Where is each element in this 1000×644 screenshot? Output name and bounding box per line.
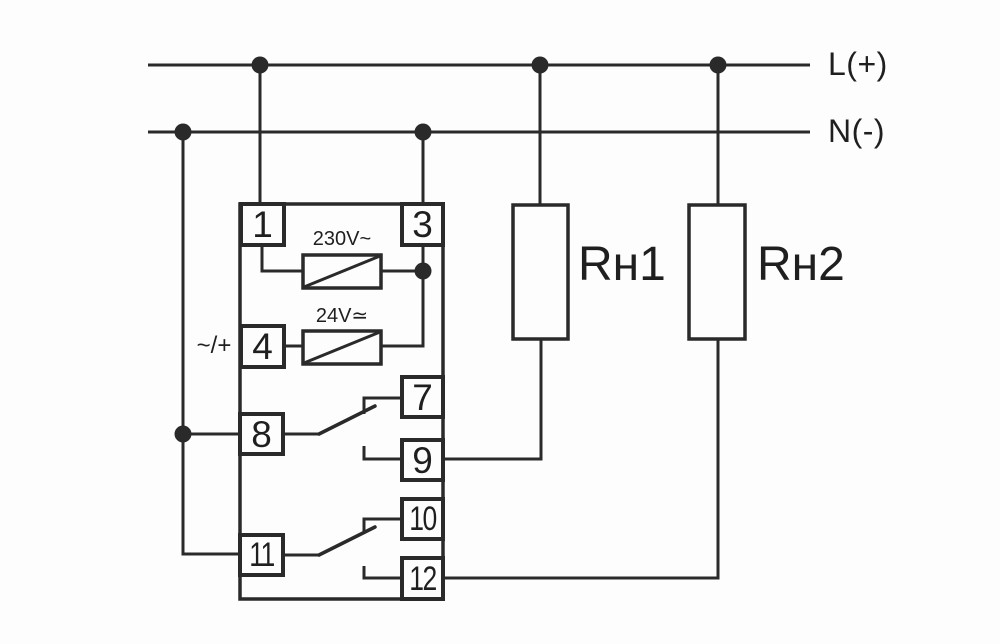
junction-dot-coils (414, 262, 432, 280)
coil-24v-diagonal (303, 330, 381, 365)
terminal12-to-load2-wire (441, 338, 720, 580)
junction-dot-neutral-rail (174, 123, 192, 141)
coil-230v-diagonal (303, 254, 381, 289)
terminal-1-box (239, 202, 286, 247)
junction-dot-live-t1 (251, 56, 269, 74)
load-rh2-box (687, 203, 747, 341)
terminal-8-box (238, 412, 285, 456)
terminal9-to-load1-wire (441, 338, 543, 461)
terminal-9-box (400, 438, 445, 482)
junction-dot-rail-t8 (174, 425, 192, 443)
load-rh1-label: Rн1 (578, 238, 666, 291)
coil-24v-label: 24V≃ (315, 305, 369, 327)
terminal-7-box (400, 375, 445, 419)
junction-dot-live-load2 (709, 56, 727, 74)
load-rh2-label: Rн2 (757, 238, 845, 291)
terminal-3-box (400, 202, 445, 247)
terminal-3-label: 3 (412, 204, 433, 245)
terminal-8-label: 8 (251, 413, 272, 455)
junction-dot-live-load1 (531, 56, 549, 74)
neutral-left-rail-wire (181, 132, 242, 556)
junction-dot-neutral-t3 (414, 123, 432, 141)
load-rh1-box (511, 203, 570, 341)
terminal12-contact-wire (362, 566, 404, 580)
terminal7-contact-wire (362, 396, 404, 414)
switch-arm-1 (317, 404, 377, 436)
live-bus-label: L(+) (828, 46, 888, 82)
switch-arm-2 (317, 525, 377, 557)
terminal-11-box (238, 533, 285, 577)
terminal-11-label: 11 (249, 536, 275, 574)
terminal-1-label: 1 (252, 204, 273, 245)
terminal10-contact-wire (362, 517, 404, 533)
terminal-7-label: 7 (412, 376, 433, 418)
supply-polarity-label: ~/+ (196, 332, 232, 359)
terminal9-contact-wire (362, 446, 404, 461)
terminal-12-box (400, 556, 445, 601)
terminal-12-label: 12 (409, 559, 437, 598)
terminal3-to-coil24-wire (379, 243, 425, 348)
terminal-4-box (239, 324, 286, 369)
terminal1-to-coil230-wire (260, 243, 305, 273)
coil-230v-label: 230V~ (312, 228, 372, 250)
terminal-4-label: 4 (252, 326, 273, 367)
terminal-10-label: 10 (409, 500, 437, 538)
terminal-9-label: 9 (412, 439, 433, 481)
terminal-10-box (400, 497, 445, 541)
neutral-bus-label: N(-) (828, 113, 886, 149)
